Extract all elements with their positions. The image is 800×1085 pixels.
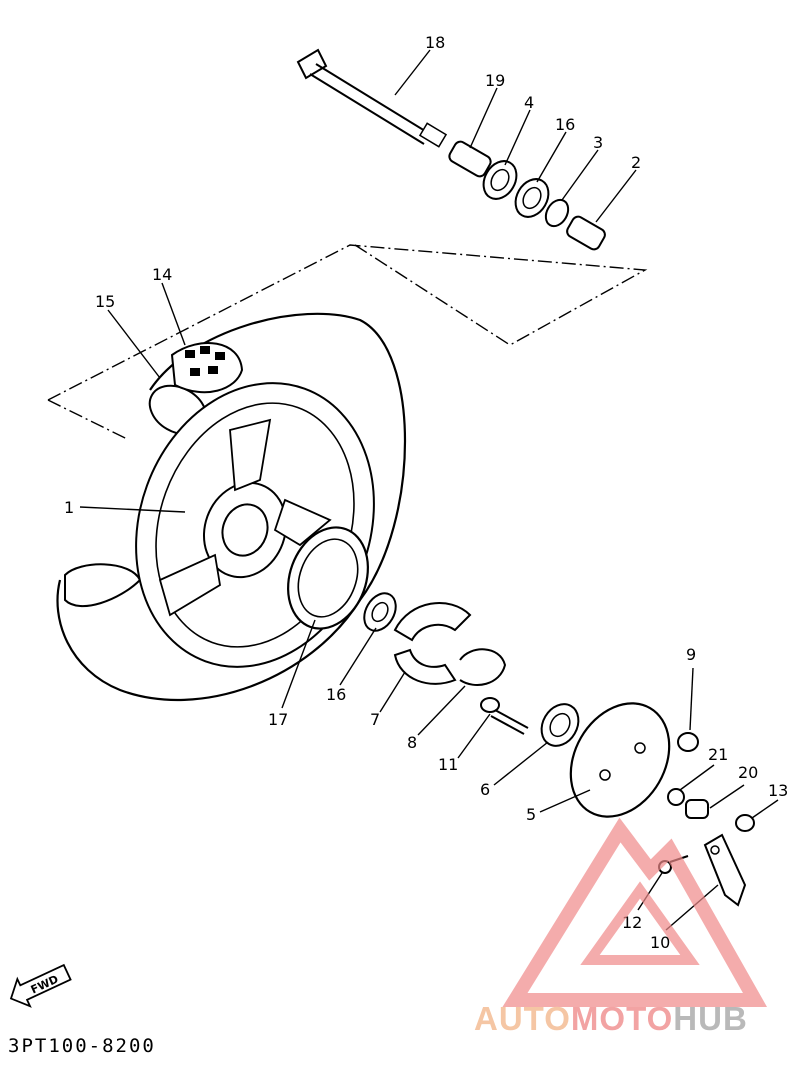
callout-4: 4 <box>524 93 534 112</box>
watermark-logo <box>502 817 768 1007</box>
collar-lower-part <box>685 799 709 819</box>
callout-16-upper: 16 <box>555 115 575 134</box>
nut-part-9 <box>677 732 699 752</box>
nut-part-13 <box>735 814 755 832</box>
brake-plate-part <box>569 702 671 818</box>
spacer-part <box>566 215 606 251</box>
callout-15: 15 <box>95 292 115 311</box>
axle-part <box>296 48 448 148</box>
callout-9: 9 <box>686 645 696 664</box>
callout-8: 8 <box>407 733 417 752</box>
watermark-text-moto: MOTO <box>570 1000 674 1037</box>
leader-lines <box>79 49 779 931</box>
bearing-part-lower <box>363 592 397 632</box>
fwd-arrow-icon: FWD <box>9 963 72 1008</box>
callout-19: 19 <box>485 71 505 90</box>
spring-part <box>459 648 507 686</box>
brake-shoe-part <box>393 602 472 685</box>
circlip-part <box>544 198 570 228</box>
watermark-text: AUTOMOTOHUB <box>474 1000 748 1038</box>
camshaft-part <box>480 697 529 735</box>
callout-1: 1 <box>64 498 74 517</box>
callout-2: 2 <box>631 153 641 172</box>
hub-bearing-part <box>287 526 369 630</box>
oil-seal-part <box>482 160 518 200</box>
callout-17: 17 <box>268 710 288 729</box>
callout-18: 18 <box>425 33 445 52</box>
callout-20: 20 <box>738 763 758 782</box>
assembly-outline <box>47 244 648 401</box>
watermark-text-auto: AUTO <box>474 1000 571 1037</box>
brake-arm-part <box>703 833 747 907</box>
diagram-code: 3PT100-8200 <box>8 1035 156 1057</box>
callout-21: 21 <box>708 745 728 764</box>
oil-seal-lower-part <box>540 703 580 747</box>
callout-14: 14 <box>152 265 172 284</box>
callout-12: 12 <box>622 913 642 932</box>
washer-part <box>667 788 685 806</box>
callout-6: 6 <box>480 780 490 799</box>
collar-part <box>448 140 492 178</box>
callout-3: 3 <box>593 133 603 152</box>
watermark-text-hub: HUB <box>673 1000 748 1037</box>
callout-5: 5 <box>526 805 536 824</box>
callout-11: 11 <box>438 755 458 774</box>
callout-13: 13 <box>768 781 788 800</box>
callout-10: 10 <box>650 933 670 952</box>
bearing-part-upper <box>514 178 550 218</box>
callout-7: 7 <box>370 710 380 729</box>
assembly-outline-upper <box>354 244 511 346</box>
callout-16-lower: 16 <box>326 685 346 704</box>
tread-part <box>170 342 244 394</box>
